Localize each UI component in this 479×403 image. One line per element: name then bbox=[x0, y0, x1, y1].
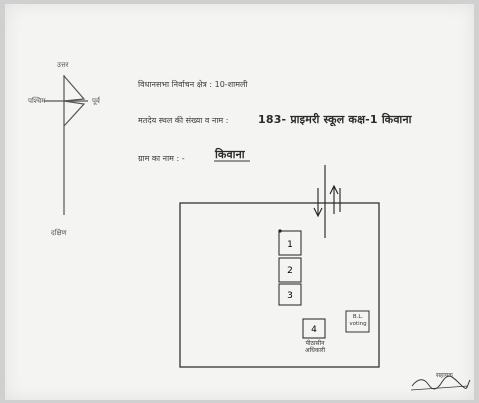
paper-sheet bbox=[5, 4, 474, 400]
compass-east-label: पूर्व bbox=[92, 97, 100, 105]
room-1-corner-dot bbox=[278, 229, 282, 233]
room-1-number: 1 bbox=[287, 240, 293, 250]
room-4-box bbox=[302, 318, 326, 339]
room-1-box bbox=[278, 230, 302, 256]
constituency-label: विधानसभा निर्वाचन क्षेत्र : 10-शामली bbox=[138, 80, 248, 89]
signature-underline bbox=[410, 385, 469, 391]
room-3-box bbox=[278, 283, 302, 306]
compass-rose bbox=[44, 75, 88, 215]
room-3-number: 3 bbox=[287, 291, 293, 301]
compass-lower-arrow bbox=[63, 100, 86, 127]
room-2-number: 2 bbox=[287, 266, 293, 276]
compass-upper-arrow bbox=[63, 75, 86, 102]
room-2-box bbox=[278, 257, 302, 283]
rooms-stack bbox=[278, 230, 302, 306]
side-box-text: B.L. voting bbox=[349, 314, 367, 327]
side-box bbox=[345, 310, 370, 333]
entrance-arrows bbox=[313, 165, 341, 238]
compass-south-label: दक्षिण bbox=[51, 229, 67, 237]
room-4-caption: पीठासीन अधिकारी bbox=[305, 340, 325, 354]
polling-station-value: 183- प्राइमरी स्कूल कक्ष-1 किवाना bbox=[258, 113, 412, 126]
village-value: किवाना bbox=[215, 148, 245, 161]
plan-boundary bbox=[179, 202, 380, 368]
village-label: ग्राम का नाम : - bbox=[138, 154, 185, 163]
room-4-number: 4 bbox=[311, 325, 317, 335]
signature-text: सहायक bbox=[436, 372, 453, 379]
compass-west-label: पश्चिम bbox=[28, 97, 46, 105]
compass-north-label: उत्तर bbox=[57, 61, 69, 69]
signature-scribble bbox=[411, 375, 471, 390]
polling-station-label: मतदेय स्थल की संख्या व नाम : bbox=[138, 116, 229, 125]
